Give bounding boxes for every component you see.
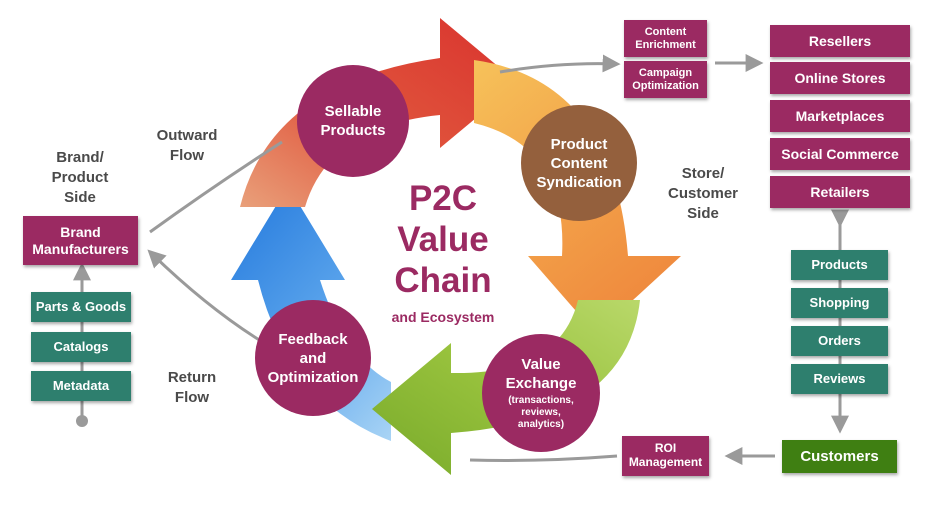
- stage-value-exchange-label: Value Exchange: [505, 356, 577, 392]
- channel-marketplaces: Marketplaces: [770, 100, 910, 132]
- stage-syndication-label: Product Content Syndication: [536, 135, 622, 191]
- outward-flow-arrow: [149, 140, 283, 234]
- activity-orders: Orders: [791, 326, 888, 356]
- channel-retailers: Retailers: [770, 176, 910, 208]
- customers-box: Customers: [782, 440, 897, 473]
- channel-online-stores: Online Stores: [770, 62, 910, 94]
- to-content-enrichment-arrow: [499, 54, 621, 74]
- diagram-title: P2C Value Chain: [394, 179, 492, 300]
- activity-products: Products: [791, 250, 888, 280]
- input-catalogs: Catalogs: [31, 332, 131, 362]
- stage-value-exchange-detail: (transactions, reviews, analytics): [508, 395, 574, 430]
- input-metadata: Metadata: [31, 371, 131, 401]
- stage-sellable-products-label: Sellable Products: [320, 103, 386, 139]
- stage-sellable-products: Sellable Products: [297, 65, 409, 177]
- brand-product-side-label: Brand/ Product Side: [51, 149, 109, 206]
- brand-manufacturers-box: Brand Manufacturers: [23, 216, 138, 265]
- outward-flow-label: Outward Flow: [156, 127, 218, 164]
- input-stem-dot: [76, 415, 88, 427]
- roi-to-ring-arrow: [469, 454, 618, 462]
- channel-social-commerce: Social Commerce: [770, 138, 910, 170]
- channel-resellers: Resellers: [770, 25, 910, 57]
- campaign-optimization-box: Campaign Optimization: [624, 61, 707, 98]
- return-flow-label: Return Flow: [167, 369, 217, 406]
- store-customer-side-label: Store/ Customer Side: [667, 165, 738, 222]
- diagram-subtitle: and Ecosystem: [391, 309, 495, 325]
- content-enrichment-box: Content Enrichment: [624, 20, 707, 57]
- activity-reviews: Reviews: [791, 364, 888, 394]
- activity-shopping: Shopping: [791, 288, 888, 318]
- stage-feedback-optimization: Feedback and Optimization: [255, 300, 371, 416]
- stage-product-content-syndication: Product Content Syndication: [521, 105, 637, 221]
- stage-value-exchange: Value Exchange (transactions, reviews, a…: [482, 334, 600, 452]
- input-parts-goods: Parts & Goods: [31, 292, 131, 322]
- roi-management-box: ROI Management: [622, 436, 709, 476]
- stage-feedback-label: Feedback and Optimization: [267, 330, 359, 386]
